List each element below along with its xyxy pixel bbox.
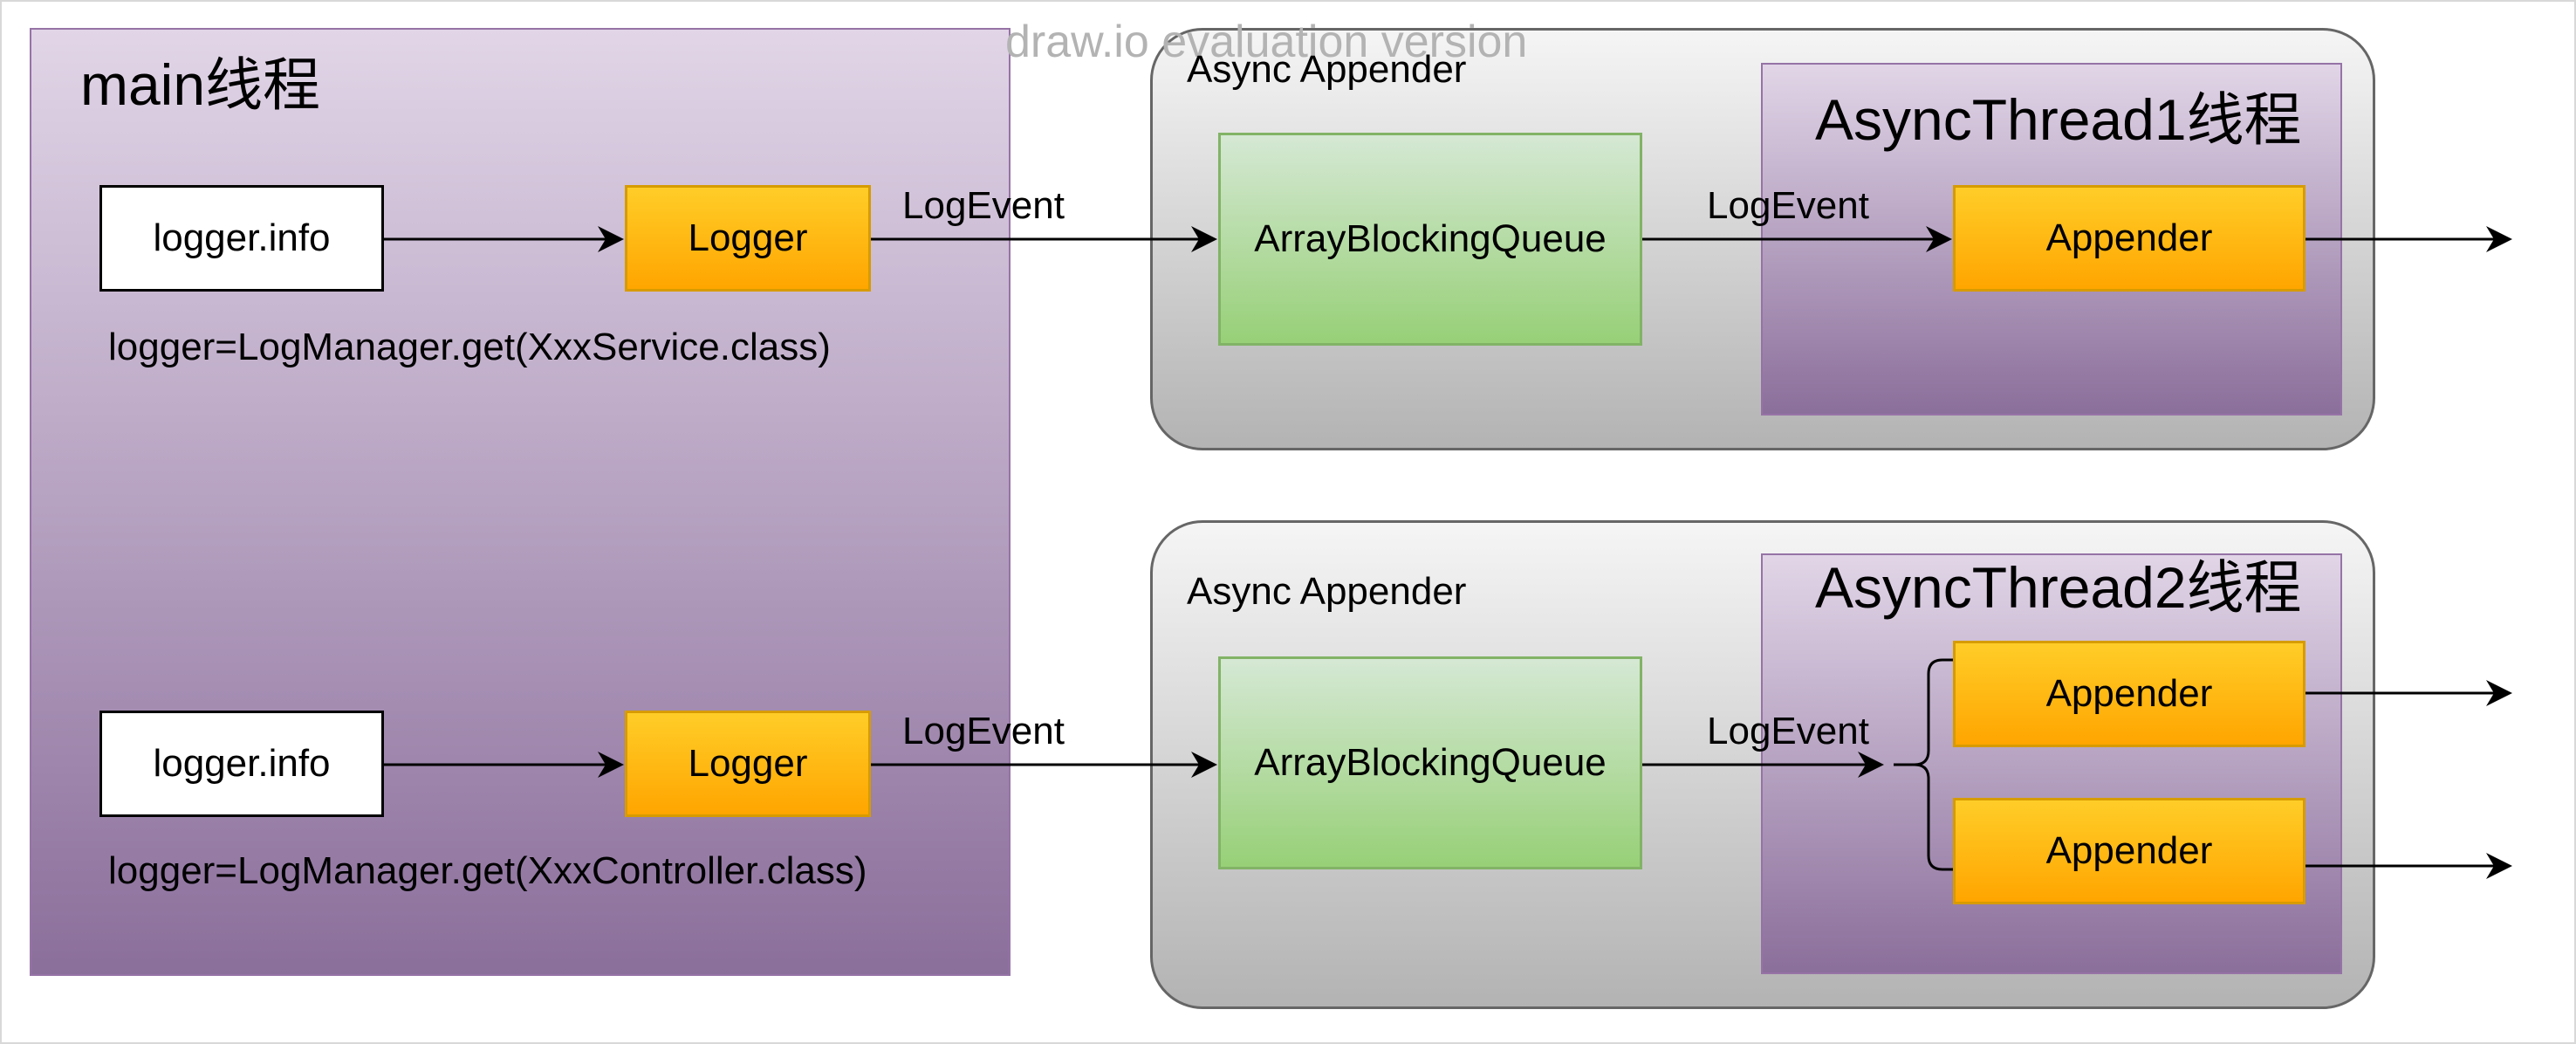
logevent-label-2a: LogEvent xyxy=(902,710,1065,752)
logger-definition-2: logger=LogManager.get(XxxController.clas… xyxy=(108,849,867,892)
array-blocking-queue-1: ArrayBlockingQueue xyxy=(1218,133,1642,346)
async-thread-2-title: AsyncThread2线程 xyxy=(1815,555,2302,620)
array-blocking-queue-2: ArrayBlockingQueue xyxy=(1218,656,1642,869)
watermark-text: draw.io evaluation version xyxy=(1005,17,1528,67)
logger-box-2: Logger xyxy=(625,711,871,817)
logger-definition-1: logger=LogManager.get(XxxService.class) xyxy=(108,326,831,368)
logger-info-call-1: logger.info xyxy=(99,185,384,292)
async-thread-1-title: AsyncThread1线程 xyxy=(1815,87,2302,152)
logevent-label-1a: LogEvent xyxy=(902,184,1065,227)
appender-2a: Appender xyxy=(1953,641,2305,747)
fanout-brace xyxy=(1894,658,1953,871)
async-appender-1-label: Async Appender xyxy=(1187,48,1467,91)
logger-info-call-2: logger.info xyxy=(99,711,384,817)
logevent-label-2b: LogEvent xyxy=(1707,710,1869,752)
logevent-label-1b: LogEvent xyxy=(1707,184,1869,227)
appender-1: Appender xyxy=(1953,185,2305,292)
async-appender-2-label: Async Appender xyxy=(1187,570,1467,613)
logger-box-1: Logger xyxy=(625,185,871,292)
appender-2b: Appender xyxy=(1953,798,2305,904)
main-thread-title: main线程 xyxy=(80,52,321,117)
